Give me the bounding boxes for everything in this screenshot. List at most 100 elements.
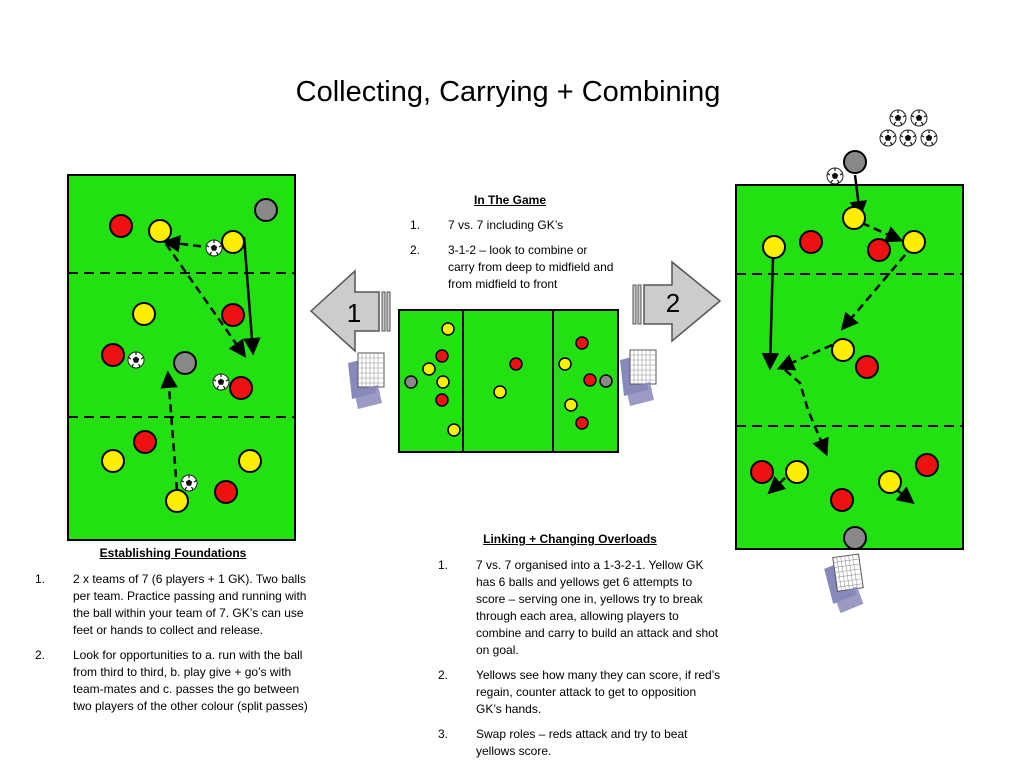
red-player — [575, 416, 589, 430]
red-player — [830, 488, 854, 512]
soccer-ball-icon — [899, 129, 917, 147]
red-player — [750, 460, 774, 484]
grey-goalkeeper — [843, 150, 867, 174]
list-item-text: 3-1-2 – look to combine or carry from de… — [448, 243, 614, 291]
goal-net-icon — [822, 553, 867, 615]
soccer-ball-icon — [127, 351, 145, 369]
yellow-player — [878, 470, 902, 494]
soccer-ball-icon — [920, 129, 938, 147]
pass-arrow — [776, 343, 833, 371]
linking-heading: Linking + Changing Overloads — [483, 532, 657, 546]
red-player — [583, 373, 597, 387]
red-player — [855, 355, 879, 379]
yellow-player — [785, 460, 809, 484]
yellow-player — [148, 219, 172, 243]
run-arrow — [761, 257, 780, 371]
pass-arrow — [164, 243, 247, 358]
list-item: 1. 2 x teams of 7 (6 players + 1 GK). Tw… — [35, 571, 320, 639]
yellow-player — [422, 362, 436, 376]
grey-goalkeeper — [843, 526, 867, 550]
yellow-player — [831, 338, 855, 362]
soccer-ball-icon — [180, 474, 198, 492]
run-arrow — [767, 476, 787, 495]
run-arrow — [895, 486, 915, 505]
red-player — [435, 349, 449, 363]
pass-arrow — [160, 370, 179, 491]
grey-player — [404, 375, 418, 389]
list-item-text: 7 vs. 7 organised into a 1-3-2-1. Yellow… — [476, 558, 719, 657]
right-pitch — [735, 174, 964, 550]
red-player — [915, 453, 939, 477]
red-player — [214, 480, 238, 504]
yellow-player — [558, 357, 572, 371]
establishing-list: 1. 2 x teams of 7 (6 players + 1 GK). Tw… — [35, 571, 320, 723]
pass-arrow — [784, 369, 829, 457]
red-player — [221, 303, 245, 327]
left-pitch — [67, 174, 296, 541]
yellow-player — [436, 375, 450, 389]
list-item-number: 2. — [35, 648, 46, 662]
soccer-ball-icon — [826, 167, 844, 185]
red-player — [799, 230, 823, 254]
grey-player — [599, 374, 613, 388]
list-item-text: 7 vs. 7 including GK’s — [448, 218, 564, 232]
list-item-number: 2. — [438, 668, 449, 682]
yellow-player — [132, 302, 156, 326]
red-player — [509, 357, 523, 371]
linking-list: 1. 7 vs. 7 organised into a 1-3-2-1. Yel… — [438, 557, 723, 768]
red-player — [229, 376, 253, 400]
list-item: 3. Swap roles – reds attack and try to b… — [438, 726, 723, 760]
arrow-left-icon: 1 — [309, 269, 391, 353]
soccer-ball-icon — [889, 109, 907, 127]
pass-arrow — [861, 221, 904, 243]
list-item: 2. 3-1-2 – look to combine or carry from… — [410, 242, 615, 293]
yellow-player — [238, 449, 262, 473]
arrow-right-label: 2 — [666, 288, 680, 318]
run-arrow — [242, 236, 261, 356]
list-item-number: 2. — [410, 243, 421, 257]
list-item-text: Yellows see how many they can score, if … — [476, 668, 721, 716]
list-item-number: 1. — [438, 558, 449, 572]
pass-arrow — [840, 254, 906, 331]
list-item-text: Swap roles – reds attack and try to beat… — [476, 727, 688, 758]
red-player — [109, 214, 133, 238]
establishing-heading: Establishing Foundations — [99, 546, 247, 560]
grey-player — [173, 351, 197, 375]
yellow-player — [902, 230, 926, 254]
in-the-game-heading: In The Game — [473, 193, 547, 207]
yellow-player — [762, 235, 786, 259]
grey-player — [254, 198, 278, 222]
page-title: Collecting, Carrying + Combining — [295, 76, 721, 108]
goal-net-icon — [619, 349, 657, 407]
red-player — [133, 430, 157, 454]
list-item-number: 3. — [438, 727, 449, 741]
red-player — [867, 238, 891, 262]
arrow-left-label: 1 — [347, 298, 361, 328]
red-player — [101, 343, 125, 367]
soccer-ball-icon — [879, 129, 897, 147]
middle-pitch — [398, 309, 619, 453]
yellow-player — [441, 322, 455, 336]
pass-arrow — [162, 235, 215, 253]
yellow-player — [101, 449, 125, 473]
soccer-ball-icon — [205, 239, 223, 257]
yellow-player — [221, 230, 245, 254]
goal-net-icon — [347, 352, 385, 410]
list-item: 2. Yellows see how many they can score, … — [438, 667, 723, 718]
list-item-number: 1. — [35, 572, 46, 586]
list-item-text: 2 x teams of 7 (6 players + 1 GK). Two b… — [73, 572, 307, 637]
soccer-ball-icon — [910, 109, 928, 127]
list-item-number: 1. — [410, 218, 421, 232]
yellow-player — [564, 398, 578, 412]
list-item-text: Look for opportunities to a. run with th… — [73, 648, 308, 713]
soccer-ball-icon — [212, 373, 230, 391]
arrow-right-icon: 2 — [632, 260, 722, 343]
yellow-player — [447, 423, 461, 437]
red-player — [575, 336, 589, 350]
list-item: 1. 7 vs. 7 organised into a 1-3-2-1. Yel… — [438, 557, 723, 659]
yellow-player — [165, 489, 189, 513]
yellow-player — [493, 385, 507, 399]
yellow-player — [842, 206, 866, 230]
list-item: 2. Look for opportunities to a. run with… — [35, 647, 320, 715]
